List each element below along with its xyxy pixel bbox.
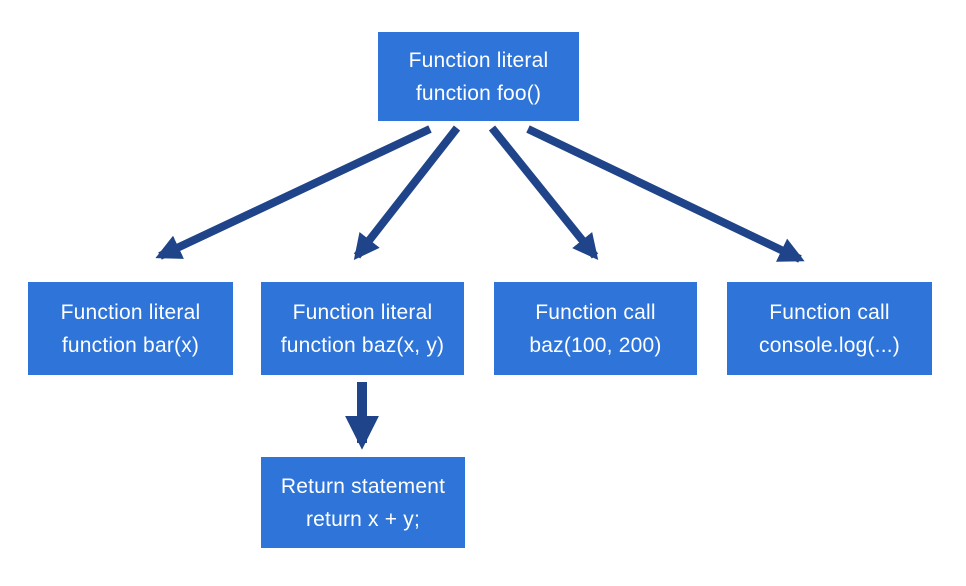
node-code-label: function bar(x)	[61, 333, 200, 357]
node-type-label: Return statement	[280, 474, 446, 498]
node-code-label: baz(100, 200)	[529, 333, 662, 357]
node-code-label: return x + y;	[305, 507, 421, 531]
node-function-literal-baz: Function literal function baz(x, y)	[261, 282, 464, 375]
node-code-label: function foo()	[415, 81, 542, 105]
arrow-foo-to-baz-call	[488, 125, 599, 260]
node-type-label: Function literal	[292, 300, 433, 324]
node-function-literal-foo: Function literal function foo()	[378, 32, 579, 121]
node-code-label: function baz(x, y)	[280, 333, 445, 357]
node-type-label: Function call	[535, 300, 656, 324]
arrow-foo-to-bar	[155, 125, 432, 260]
node-function-call-baz: Function call baz(100, 200)	[494, 282, 697, 375]
node-function-literal-bar: Function literal function bar(x)	[28, 282, 233, 375]
node-type-label: Function literal	[408, 48, 549, 72]
node-code-label: console.log(...)	[759, 333, 900, 357]
arrow-foo-to-console-log	[526, 125, 805, 263]
node-type-label: Function literal	[60, 300, 201, 324]
node-function-call-console-log: Function call console.log(...)	[727, 282, 932, 375]
node-return-statement: Return statement return x + y;	[261, 457, 465, 548]
node-type-label: Function call	[769, 300, 890, 324]
arrow-foo-to-baz	[353, 125, 461, 261]
